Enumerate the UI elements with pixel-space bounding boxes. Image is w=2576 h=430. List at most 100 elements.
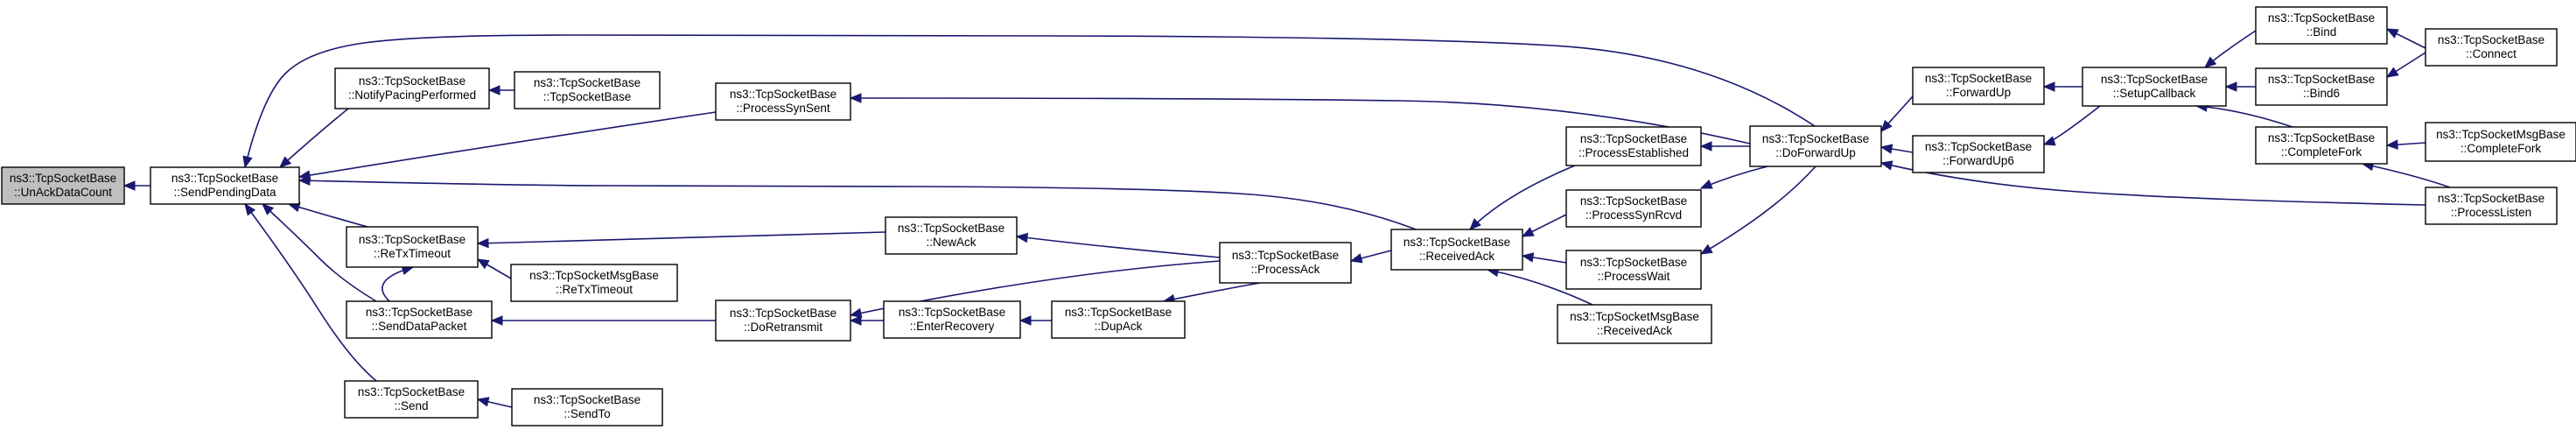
- node-sendto[interactable]: ns3::TcpSocketBase::SendTo: [511, 388, 663, 426]
- node-bind6[interactable]: ns3::TcpSocketBase::Bind6: [2255, 67, 2388, 106]
- node-forwardup[interactable]: ns3::TcpSocketBase::ForwardUp: [1912, 67, 2045, 105]
- edge-bind-to-setupcallback: [2204, 30, 2257, 68]
- node-method-label: ::TcpSocketBase: [543, 90, 632, 103]
- edge-processsynrcvd-to-receivedack: [1521, 214, 1567, 237]
- arrowhead: [1880, 119, 1893, 132]
- node-namespace-label: ns3::TcpSocketBase: [1580, 256, 1687, 269]
- node-namespace-label: ns3::TcpSocketBase: [358, 385, 465, 398]
- node-namespace-label: ns3::TcpSocketBase: [898, 222, 1004, 235]
- node-msg_completefork[interactable]: ns3::TcpSocketMsgBase::CompleteFork: [2425, 122, 2576, 162]
- edge-send-to-sendpending: [244, 202, 377, 382]
- edge-line: [850, 97, 1751, 145]
- arrowhead: [298, 175, 311, 187]
- node-ctor[interactable]: ns3::TcpSocketBase::TcpSocketBase: [514, 71, 661, 109]
- node-box: [715, 82, 851, 121]
- edge-line: [1487, 269, 1593, 306]
- node-box: [1749, 125, 1882, 167]
- node-processsynrcvd[interactable]: ns3::TcpSocketBase::ProcessSynRcvd: [1565, 189, 1702, 228]
- node-namespace-label: ns3::TcpSocketBase: [730, 88, 836, 101]
- node-processlisten[interactable]: ns3::TcpSocketBase::ProcessListen: [2425, 187, 2558, 225]
- edge-processack-to-dupack: [1162, 282, 1261, 305]
- arrowhead: [2042, 136, 2056, 146]
- node-senddatapacket[interactable]: ns3::TcpSocketBase::SendDataPacket: [346, 300, 493, 339]
- edge-doforwardup-to-processwait: [1699, 166, 1816, 255]
- edge-dupack-to-enterrecovery: [1018, 315, 1052, 326]
- node-box: [1219, 242, 1352, 284]
- node-namespace-label: ns3::TcpSocketBase: [1580, 132, 1687, 145]
- node-method-label: ::ProcessAck: [1251, 263, 1320, 276]
- node-enterrecovery[interactable]: ns3::TcpSocketBase::EnterRecovery: [883, 300, 1021, 339]
- node-namespace-label: ns3::TcpSocketBase: [366, 306, 472, 319]
- node-namespace-label: ns3::TcpSocketBase: [2101, 73, 2208, 86]
- node-connect[interactable]: ns3::TcpSocketBase::Connect: [2425, 28, 2558, 67]
- node-box: [1390, 229, 1523, 271]
- node-method-label: ::SendTo: [564, 407, 610, 420]
- node-method-label: ::ReTxTimeout: [556, 283, 633, 296]
- node-box: [1557, 304, 1712, 344]
- edge-forwardup6-to-doforwardup: [1880, 144, 1914, 154]
- node-msg_retxtimeout[interactable]: ns3::TcpSocketMsgBase::ReTxTimeout: [510, 264, 678, 302]
- node-method-label: ::UnAckDataCount: [14, 186, 112, 199]
- arrowhead: [122, 180, 136, 191]
- node-doforwardup[interactable]: ns3::TcpSocketBase::DoForwardUp: [1749, 125, 1882, 167]
- arrowhead: [1015, 232, 1029, 243]
- edge-line: [298, 180, 1417, 230]
- node-method-label: ::DoRetransmit: [744, 321, 822, 334]
- node-processwait[interactable]: ns3::TcpSocketBase::ProcessWait: [1565, 250, 1702, 290]
- arrowhead: [487, 85, 500, 95]
- arrowhead: [2042, 81, 2055, 92]
- arrowhead: [1699, 179, 1713, 189]
- node-send[interactable]: ns3::TcpSocketBase::Send: [344, 380, 479, 419]
- node-namespace-label: ns3::TcpSocketBase: [1762, 132, 1869, 145]
- node-notifypacing[interactable]: ns3::TcpSocketBase::NotifyPacingPerforme…: [334, 67, 490, 109]
- node-processestablished[interactable]: ns3::TcpSocketBase::ProcessEstablished: [1565, 126, 1702, 166]
- node-sendpending[interactable]: ns3::TcpSocketBase::SendPendingData: [150, 166, 300, 205]
- arrowhead: [2224, 81, 2237, 92]
- node-processsynsent[interactable]: ns3::TcpSocketBase::ProcessSynSent: [715, 82, 851, 121]
- node-processack[interactable]: ns3::TcpSocketBase::ProcessAck: [1219, 242, 1352, 284]
- node-setupcallback[interactable]: ns3::TcpSocketBase::SetupCallback: [2082, 67, 2227, 107]
- edge-senddatapacket-to-sendpending: [262, 203, 377, 302]
- node-box: [2255, 126, 2388, 165]
- node-method-label: ::ProcessWait: [1598, 270, 1670, 283]
- node-namespace-label: ns3::TcpSocketBase: [1925, 72, 2032, 85]
- arrowhead: [1880, 144, 1894, 154]
- edge-line: [1469, 165, 1576, 230]
- node-namespace-label: ns3::TcpSocketBase: [172, 172, 278, 185]
- edge-notifypacing-to-sendpending: [279, 108, 349, 168]
- node-box: [510, 264, 678, 302]
- node-box: [1912, 135, 2045, 173]
- node-msg_receivedack[interactable]: ns3::TcpSocketMsgBase::ReceivedAck: [1557, 304, 1712, 344]
- node-box: [2255, 67, 2388, 106]
- node-newack[interactable]: ns3::TcpSocketBase::NewAck: [885, 216, 1018, 255]
- node-dupack[interactable]: ns3::TcpSocketBase::DupAck: [1051, 300, 1186, 339]
- node-method-label: ::ReceivedAck: [1597, 324, 1673, 337]
- node-method-label: ::NotifyPacingPerformed: [348, 88, 476, 102]
- node-box: [1565, 126, 1702, 166]
- node-box: [2425, 122, 2576, 162]
- arrowhead: [849, 93, 862, 103]
- edge-line: [1700, 166, 1816, 255]
- node-bind[interactable]: ns3::TcpSocketBase::Bind: [2255, 6, 2388, 45]
- edge-setupcallback-to-forwardup6: [2042, 105, 2101, 146]
- edge-retxtimeout-to-sendpending: [287, 202, 368, 228]
- arrowhead: [244, 202, 256, 216]
- node-forwardup6[interactable]: ns3::TcpSocketBase::ForwardUp6: [1912, 135, 2045, 173]
- node-receivedack[interactable]: ns3::TcpSocketBase::ReceivedAck: [1390, 229, 1523, 271]
- node-completefork[interactable]: ns3::TcpSocketBase::CompleteFork: [2255, 126, 2388, 165]
- edge-connect-to-bind6: [2385, 52, 2426, 78]
- arrowhead: [476, 237, 489, 249]
- node-namespace-label: ns3::TcpSocketBase: [10, 172, 116, 185]
- edge-ctor-to-notifypacing: [487, 85, 514, 95]
- node-method-label: ::EnterRecovery: [910, 320, 995, 333]
- node-box: [1565, 189, 1702, 228]
- node-doretransmit[interactable]: ns3::TcpSocketBase::DoRetransmit: [715, 300, 851, 342]
- node-box: [150, 166, 300, 205]
- arrowhead: [476, 258, 490, 270]
- node-method-label: ::NewAck: [926, 236, 976, 249]
- node-retxtimeout[interactable]: ns3::TcpSocketBase::ReTxTimeout: [346, 226, 479, 268]
- node-namespace-label: ns3::TcpSocketBase: [534, 393, 640, 406]
- edge-doforwardup-to-processsynsent: [849, 93, 1751, 145]
- node-unack: ns3::TcpSocketBase::UnAckDataCount: [1, 166, 125, 205]
